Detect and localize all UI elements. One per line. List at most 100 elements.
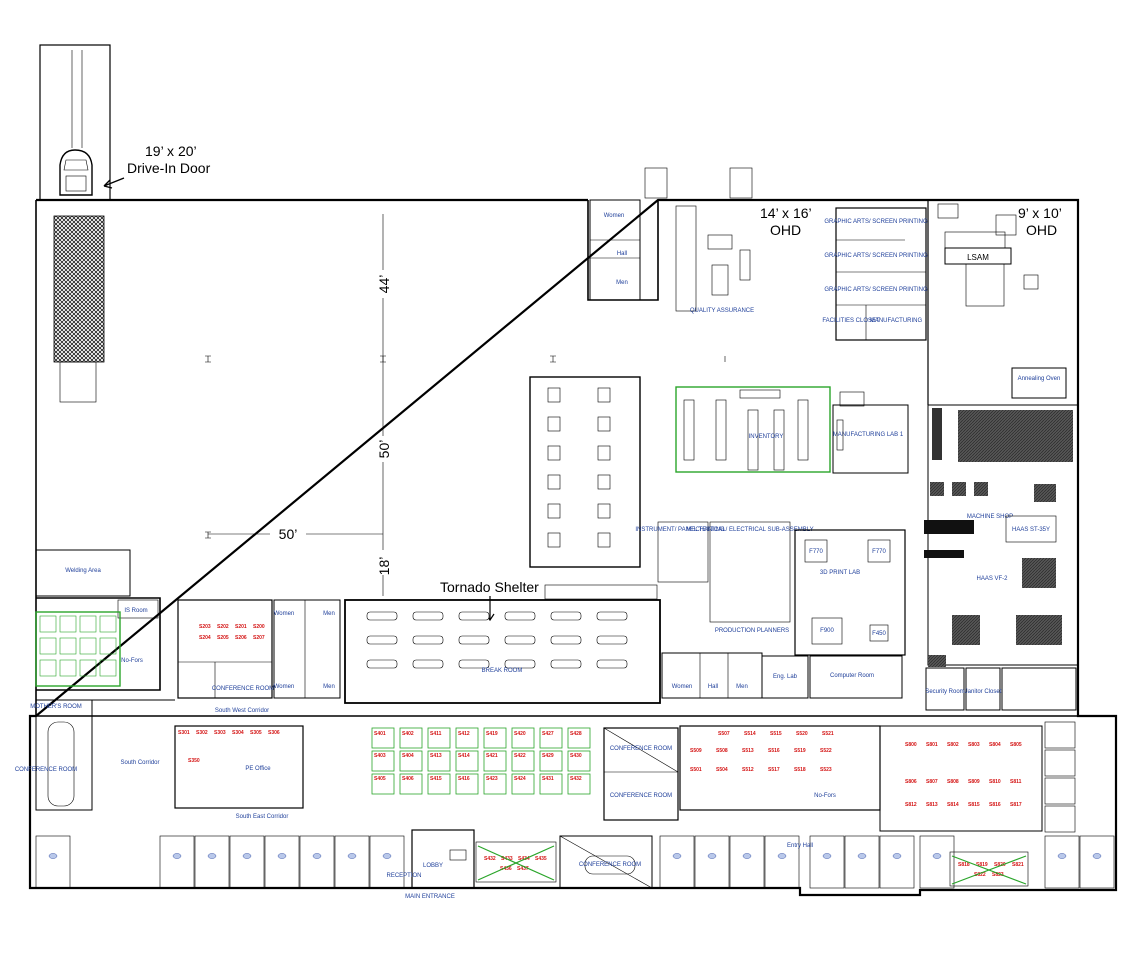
mid-restrooms: Women Men Women Men: [273, 599, 341, 699]
room-welding-area: Welding Area: [65, 568, 101, 574]
cubicle: [399, 750, 423, 772]
seat-s205: S205: [217, 635, 229, 641]
callouts: 19’ x 20’ Drive-In Door 14’ x 16’ OHD 9’…: [103, 143, 1062, 622]
cubicle: [539, 750, 563, 772]
seat-s421: S421: [486, 753, 498, 759]
room-women-top: Women: [604, 213, 625, 219]
seat-s823: S823: [992, 872, 1004, 878]
rack-unit: [597, 445, 611, 461]
cubicle: [39, 659, 57, 677]
break-table: [366, 659, 398, 669]
cubicle: [399, 773, 423, 795]
perimeter-office: [194, 835, 230, 889]
cubicle: [567, 750, 591, 772]
seat-s504: S504: [716, 767, 728, 773]
perimeter-office: [1044, 835, 1080, 889]
seat-s805: S805: [1010, 742, 1022, 748]
seat-s414: S414: [458, 753, 470, 759]
room-janitor: Janitor Closet: [965, 689, 1002, 695]
seat-s430: S430: [570, 753, 582, 759]
break-table: [550, 659, 582, 669]
seat-s515: S515: [770, 731, 782, 737]
cubicle: [39, 637, 57, 655]
seat-s304: S304: [232, 730, 244, 736]
seat-s306: S306: [268, 730, 280, 736]
break-table: [366, 611, 398, 621]
cubicle: [79, 615, 97, 633]
label-main-entrance: MAIN ENTRANCE: [405, 894, 455, 900]
perimeter-office: [229, 835, 265, 889]
seat-s429: S429: [542, 753, 554, 759]
room-tag: [277, 853, 287, 859]
seat-s803: S803: [968, 742, 980, 748]
room-computer: Computer Room: [830, 673, 874, 679]
rack-unit: [547, 416, 561, 432]
room-women-mid-2: Women: [274, 684, 295, 690]
label-south-east-corridor: South East Corridor: [236, 814, 289, 820]
seat-s428: S428: [570, 731, 582, 737]
seat-s806: S806: [905, 779, 917, 785]
room-is: IS Room: [124, 608, 147, 614]
seat-s518: S518: [794, 767, 806, 773]
seat-s202: S202: [217, 624, 229, 630]
seat-s302: S302: [196, 730, 208, 736]
cubicle: [539, 773, 563, 795]
break-table: [596, 635, 628, 645]
cubicle: [483, 727, 507, 749]
seat-s817: S817: [1010, 802, 1022, 808]
cubicle: [427, 773, 451, 795]
seat-s420: S420: [514, 731, 526, 737]
perimeter-office: [159, 835, 195, 889]
tote-racks: [529, 376, 641, 568]
seat-s200: S200: [253, 624, 265, 630]
perimeter-office: [1044, 721, 1076, 749]
seat-s517: S517: [768, 767, 780, 773]
room-tag: [242, 853, 252, 859]
room-women-mid: Women: [274, 611, 295, 617]
seat-s437: S437: [517, 866, 529, 872]
cubicle: [511, 750, 535, 772]
seat-s415: S415: [430, 776, 442, 782]
cubicle: [79, 637, 97, 655]
seat-s818: S818: [958, 862, 970, 868]
room-3d-print-lab: 3D PRINT LAB: [820, 570, 860, 576]
manufacturing-lab: MANUFACTURING LAB 1: [832, 391, 909, 474]
seat-s432: S432: [570, 776, 582, 782]
perimeter-office: [1079, 835, 1115, 889]
dim-18: 18’: [376, 557, 392, 576]
rack-unit: [547, 387, 561, 403]
break-room: BREAK ROOM: [344, 584, 661, 704]
seat-s800: S800: [905, 742, 917, 748]
inventory-area: INVENTORY: [675, 386, 831, 473]
graphic-arts: GRAPHIC ARTS/ SCREEN PRINTING GRAPHIC AR…: [822, 207, 928, 341]
room-inventory: INVENTORY: [749, 434, 784, 440]
room-men-mid: Men: [323, 611, 335, 617]
room-tag: [48, 853, 58, 859]
room-mech-elec: MECHANICAL/ ELECTRICAL SUB-ASSEMBLY: [686, 527, 813, 533]
seat-s436: S436: [500, 866, 512, 872]
ohd1-size: 14’ x 16’: [760, 205, 812, 221]
seat-s509: S509: [690, 748, 702, 754]
room-haas-st: HAAS ST-35Y: [1012, 527, 1050, 533]
label-reception: RECEPTION: [386, 873, 421, 879]
room-tag: [822, 853, 832, 859]
seat-s810: S810: [989, 779, 1001, 785]
seat-s814: S814: [947, 802, 959, 808]
seat-s411: S411: [430, 731, 442, 737]
seat-s301: S301: [178, 730, 190, 736]
perimeter-office: [35, 835, 71, 889]
inventory-shelf: [773, 409, 785, 471]
left-seat-block: [35, 611, 121, 687]
drive-in-arrow: [103, 177, 125, 189]
seat-s402: S402: [402, 731, 414, 737]
rack-unit: [597, 474, 611, 490]
tornado-shelter-label: Tornado Shelter: [440, 579, 539, 595]
seat-s435: S435: [535, 856, 547, 862]
seat-s507: S507: [718, 731, 730, 737]
room-tag: [347, 853, 357, 859]
seat-s204: S204: [199, 635, 211, 641]
quality-area: QUALITY ASSURANCE: [675, 205, 754, 314]
room-men-top: Men: [616, 280, 628, 286]
cubicle: [39, 615, 57, 633]
